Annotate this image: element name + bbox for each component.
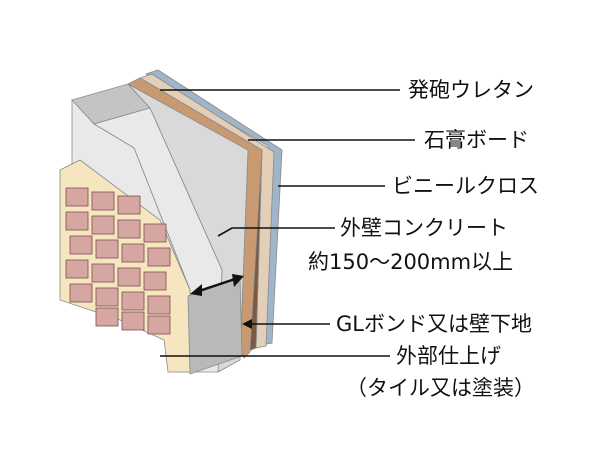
vinyl-cloth-layer [145, 69, 283, 346]
tile [69, 235, 93, 255]
tile [65, 187, 89, 207]
leader-glbond-arrowhead [242, 319, 252, 329]
tile [147, 247, 171, 267]
tile [65, 211, 89, 231]
tile [143, 223, 167, 243]
tile [95, 239, 119, 259]
tile [143, 271, 167, 291]
tile [95, 307, 119, 327]
label-concrete: 外壁コンクリート [340, 216, 508, 240]
label-urethane: 発砲ウレタン [408, 78, 534, 102]
tile [121, 311, 145, 331]
tile [147, 315, 171, 335]
tile [91, 191, 115, 211]
tile-grid [65, 187, 171, 335]
tile [69, 283, 93, 303]
tile [121, 291, 145, 311]
tile [117, 267, 141, 287]
label-finish-note: （タイル又は塗装） [346, 376, 535, 400]
leader-concrete [217, 227, 335, 237]
tile [95, 287, 119, 307]
tile [65, 259, 89, 279]
tile [121, 243, 145, 263]
tile [147, 295, 171, 315]
thickness-arrow-line [195, 276, 239, 294]
tile [117, 195, 141, 215]
thickness-arrow-head-left [190, 284, 202, 296]
tile [91, 215, 115, 235]
label-gypsum: 石膏ボード [424, 128, 529, 152]
tile [117, 219, 141, 239]
label-vinyl-cloth: ビニールクロス [392, 174, 539, 198]
tile [91, 263, 115, 283]
label-finish: 外部仕上げ [396, 344, 501, 368]
label-gl-bond: GLボンド又は壁下地 [336, 312, 532, 336]
label-concrete-thickness: 約150～200mm以上 [308, 250, 514, 274]
leader-lines [160, 89, 415, 357]
thickness-arrow-head-right [232, 274, 244, 287]
